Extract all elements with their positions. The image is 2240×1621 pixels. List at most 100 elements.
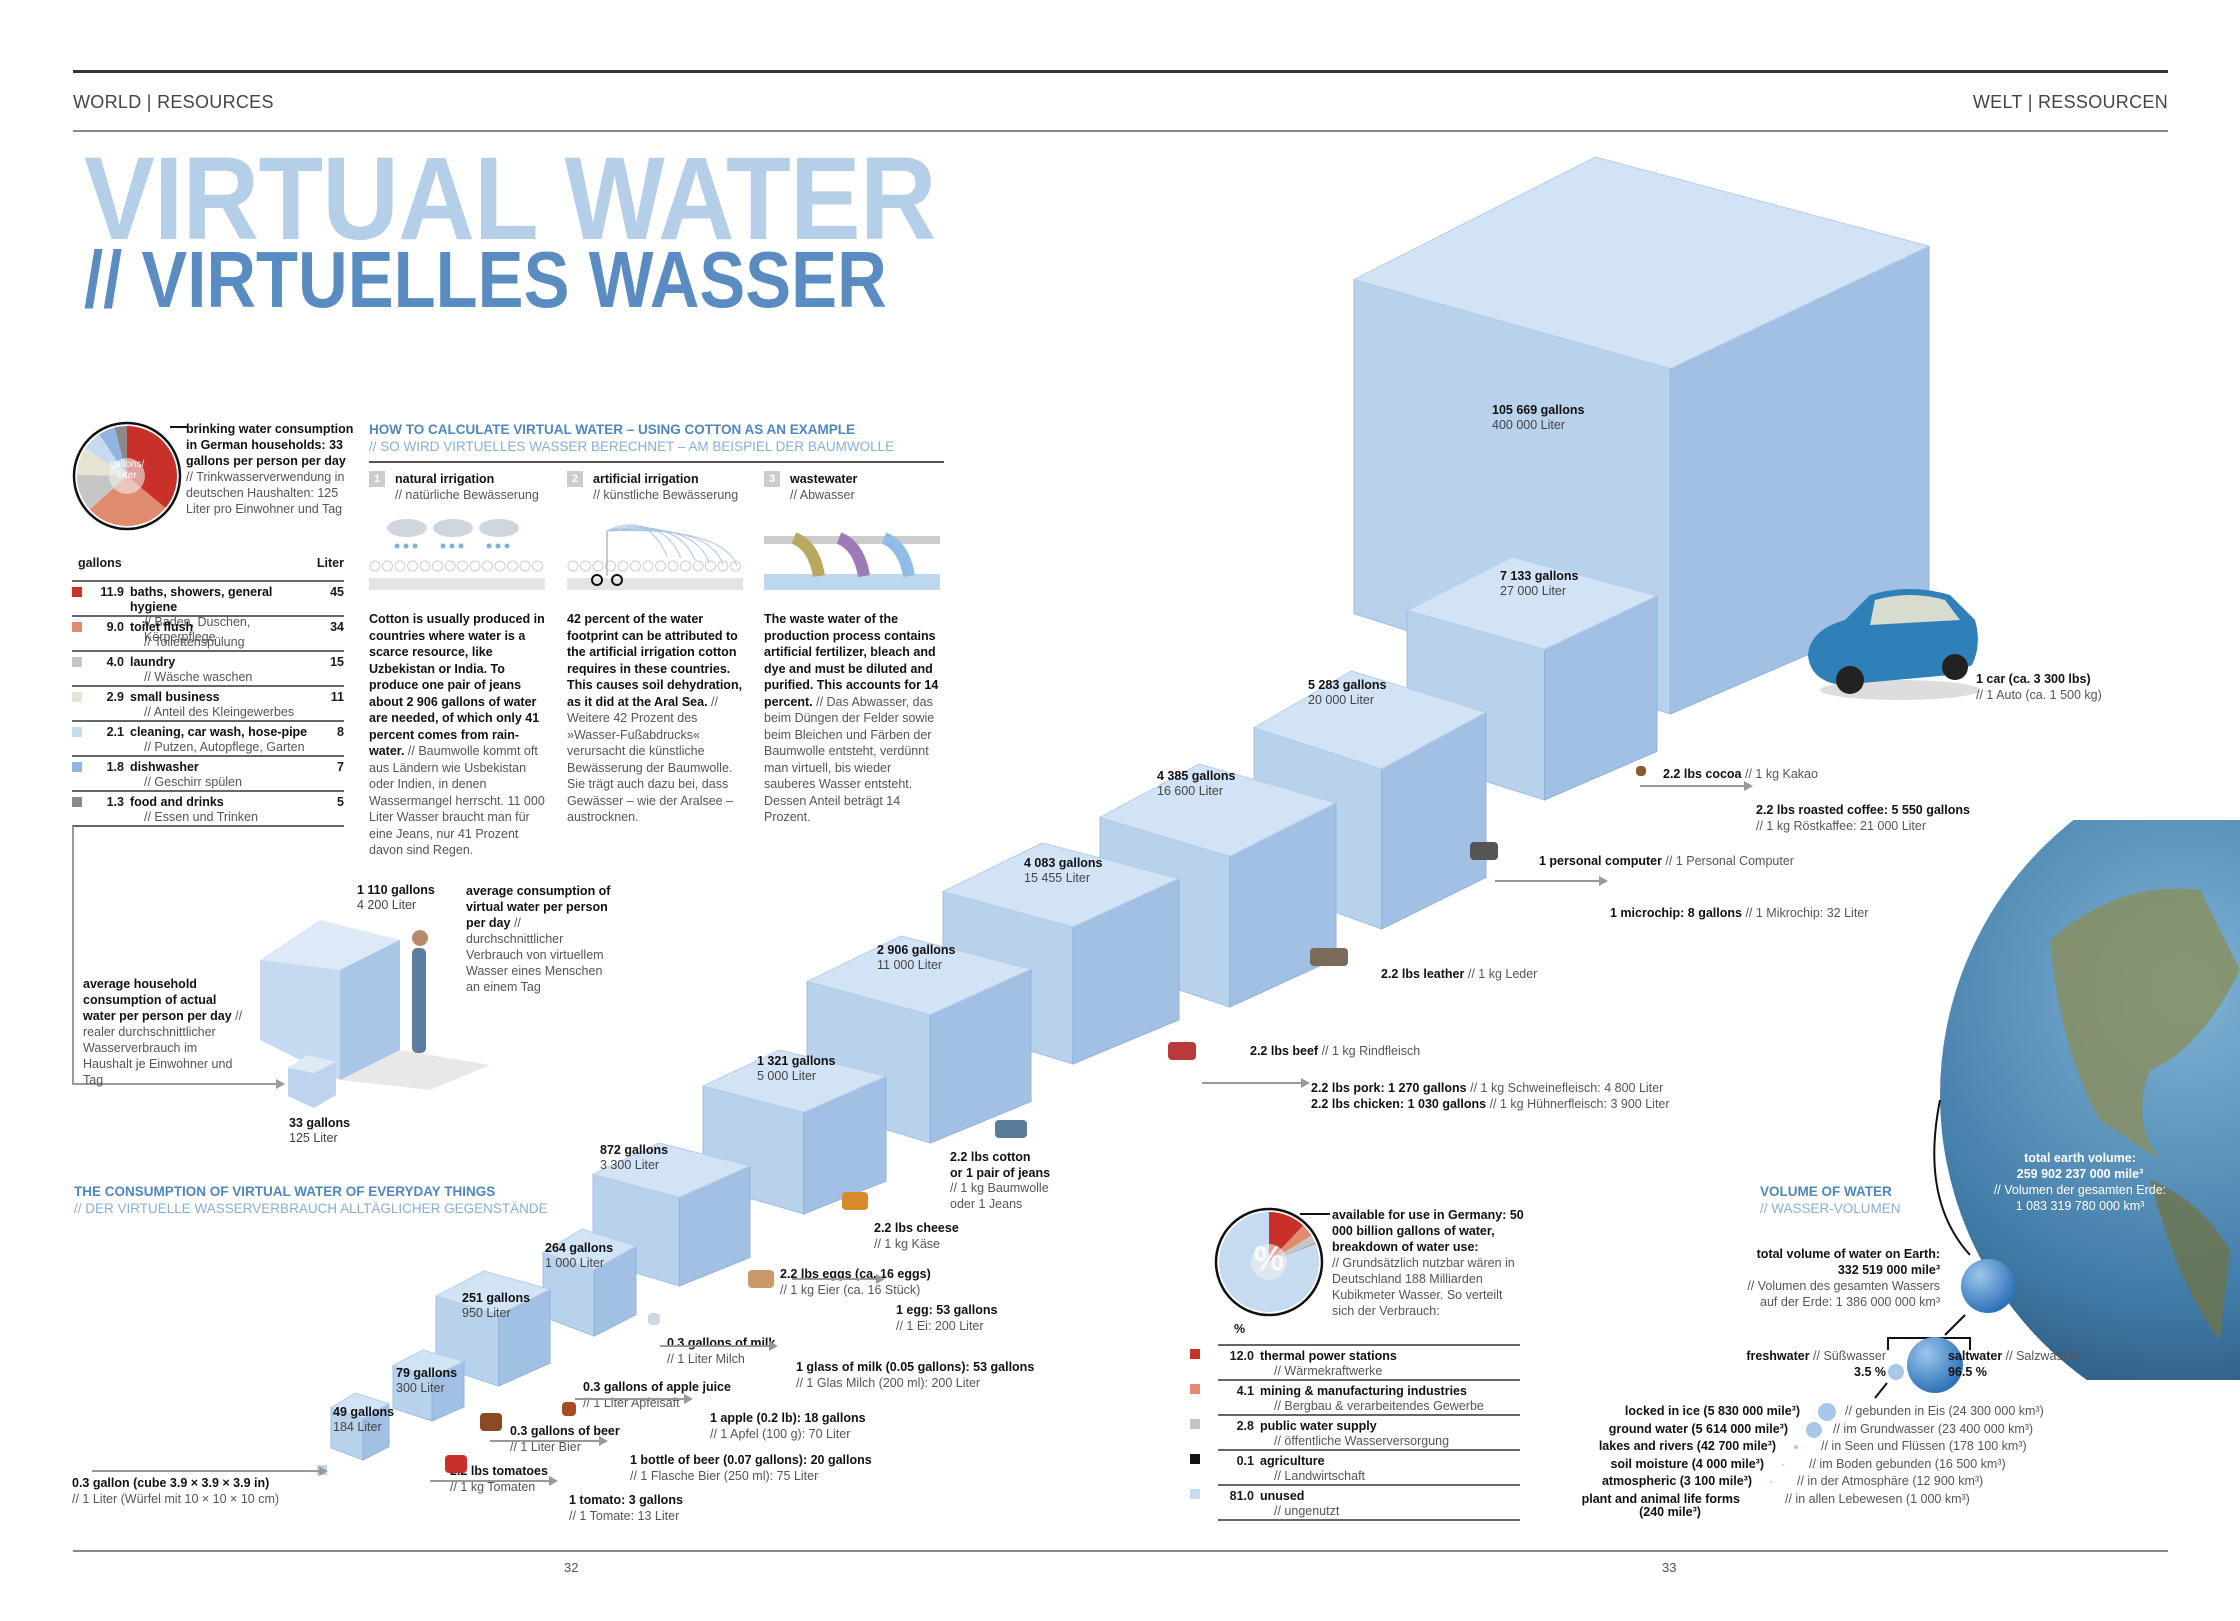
saltwater-title: saltwater — [1948, 1349, 2003, 1363]
row-label-de: // Wärmekraftwerke — [1274, 1364, 1383, 1378]
germany-pie-center-label: % — [1253, 1240, 1285, 1278]
row-label-de: // Bergbau & verarbeitendes Gewerbe — [1274, 1399, 1484, 1413]
cube-gallons: 2 906 gallons — [877, 943, 956, 957]
cheese-icon — [842, 1192, 868, 1210]
item-label-de: // 1 Tomate: 13 Liter — [569, 1508, 680, 1523]
cube-gallons: 4 385 gallons — [1157, 769, 1236, 783]
row-gallons: 9.0 — [106, 620, 124, 634]
item-label-de: // 1 kg Rindfleisch — [1318, 1044, 1421, 1058]
item-label: // 1 kg Baumwolle — [950, 1181, 1049, 1195]
rain-cloud-icon — [369, 519, 545, 590]
item-label-de: // 1 kg Kakao — [1741, 767, 1818, 781]
row-label-block: small business// Anteil des Kleingewerbe… — [130, 690, 310, 720]
footer-rule — [73, 1550, 2168, 1552]
water-breakdown-label-de: // in Seen und Flüssen (178 100 km³) — [1821, 1439, 2027, 1453]
pie-ring — [1214, 1207, 1324, 1317]
water-sphere-icon — [1818, 1403, 1836, 1421]
total-water-de-value: auf der Erde: 1 386 000 000 km³ — [1760, 1295, 1940, 1309]
jeans-icon — [995, 1120, 1027, 1138]
legend-swatch — [1190, 1489, 1200, 1499]
cocoa-icon — [1636, 766, 1646, 776]
total-water-value: 332 519 000 mile³ — [1837, 1263, 1940, 1277]
row-label-de: // öffentliche Wasserversorgung — [1274, 1434, 1450, 1448]
item-label-de: // 1 Personal Computer — [1661, 854, 1794, 868]
cube-gallons: 872 gallons — [600, 1143, 669, 1157]
saltwater-sphere — [1907, 1337, 1963, 1393]
section-label-right: WELT | RESSOURCEN — [1972, 92, 2168, 112]
tomatoes-icon — [445, 1455, 467, 1473]
cube-gallons: 105 669 gallons — [1492, 403, 1585, 417]
total-water-de: // Volumen des gesamten Wassers — [1747, 1279, 1940, 1293]
item-label: 2.2 lbs pork: 1 270 gallons — [1311, 1081, 1467, 1095]
item-car: 1 car (ca. 3 300 lbs)// 1 Auto (ca. 1 50… — [1976, 672, 2102, 703]
row-label: food and drinks — [130, 795, 224, 809]
step-description-bold: 42 percent of the water footprint can be… — [567, 612, 743, 709]
water-breakdown-label-de: // gebunden in Eis (24 300 000 km³) — [1845, 1404, 2044, 1418]
cube-liter: 300 Liter — [396, 1381, 445, 1395]
legend-swatch — [72, 762, 82, 772]
virtual-water-caption: average consumption of virtual water per… — [466, 883, 616, 995]
item-label-de: // 1 Liter (Würfel mit 10 × 10 × 10 cm) — [72, 1491, 280, 1506]
item-egg: 1 egg: 53 gallons// 1 Ei: 200 Liter — [896, 1303, 997, 1334]
total-water-label: total volume of water on Earth: 332 519 … — [1730, 1246, 1940, 1310]
water-breakdown-label: soil moisture (4 000 mile³) — [1610, 1456, 1764, 1471]
connector-line — [72, 826, 74, 1084]
item-label-de: // 1 kg Käse — [874, 1236, 941, 1251]
item-arrow — [1640, 781, 1753, 791]
item-liter-cube: 0.3 gallon (cube 3.9 × 3.9 × 3.9 in)// 1… — [72, 1476, 279, 1507]
computer-icon — [1470, 842, 1498, 860]
virtual-caption-bold: average consumption of virtual water per… — [466, 884, 611, 930]
row-label: public water supply — [1260, 1419, 1377, 1433]
item-label-de: // 1 Liter Milch — [667, 1351, 745, 1366]
item-eggs: 2.2 lbs eggs (ca. 16 eggs)// 1 kg Eier (… — [780, 1267, 931, 1298]
item-arrow — [490, 1436, 608, 1446]
actual-gallons: 33 gallons — [289, 1116, 351, 1130]
cube-gallons: 7 133 gallons — [1500, 569, 1579, 583]
top-rule — [73, 70, 2168, 73]
item-label: 2.2 lbs roasted coffee: 5 550 gallons — [1756, 803, 1970, 817]
water-breakdown-label-de: // in der Atmosphäre (12 900 km³) — [1797, 1474, 1984, 1488]
row-label: dishwasher — [130, 760, 199, 774]
pie-hole — [1251, 1244, 1287, 1280]
row-percent: 12.0 — [1229, 1349, 1254, 1363]
legend-swatch — [1190, 1419, 1200, 1429]
item-label: 2.2 lbs cotton — [950, 1150, 1031, 1164]
col-percent: % — [1234, 1322, 1246, 1336]
water-breakdown-label: atmospheric (3 100 mile³) — [1601, 1474, 1752, 1488]
row-label: agriculture — [1260, 1454, 1325, 1468]
row-percent: 4.1 — [1236, 1384, 1254, 1398]
item-label: oder 1 Jeans — [950, 1196, 1023, 1211]
row-label-block: cleaning, car wash, hose-pipe// Putzen, … — [130, 725, 310, 755]
cube-liter: 400 000 Liter — [1492, 418, 1565, 432]
item-label-de: // 1 Flasche Bier (250 ml): 75 Liter — [630, 1468, 819, 1483]
item-label-de: // 1 kg Leder — [1464, 967, 1538, 981]
water-sphere-icon — [1806, 1421, 1822, 1438]
page-title: VIRTUAL WATER — [84, 133, 937, 265]
car-icon — [1808, 589, 1980, 700]
row-label-block: food and drinks// Essen und Trinken — [130, 795, 310, 825]
item-label-de: // 1 kg Tomaten — [450, 1479, 536, 1494]
item-label-de: // 1 kg Eier (ca. 16 Stück) — [780, 1282, 921, 1297]
cube-3 — [541, 1228, 638, 1337]
connector-arrow — [72, 1079, 285, 1089]
item-label-de: // 1 Ei: 200 Liter — [896, 1318, 984, 1333]
item-computer: 1 personal computer // 1 Personal Comput… — [1539, 854, 1794, 870]
row-label: unused — [1260, 1489, 1305, 1503]
item-label-de: // 1 Mikrochip: 32 Liter — [1741, 906, 1869, 920]
row-label-de: // Landwirtschaft — [1274, 1469, 1366, 1483]
item-arrow — [430, 1476, 558, 1486]
cube-gallons: 264 gallons — [545, 1241, 614, 1255]
virtual-caption-de: // durchschnittlicher Verbrauch von virt… — [466, 916, 604, 994]
earth-volume-title: total earth volume: — [2024, 1151, 2136, 1165]
row-label: toilet flush — [130, 620, 194, 634]
household-caption-de: // Trinkwasserverwendung in deutschen Ha… — [186, 470, 345, 516]
